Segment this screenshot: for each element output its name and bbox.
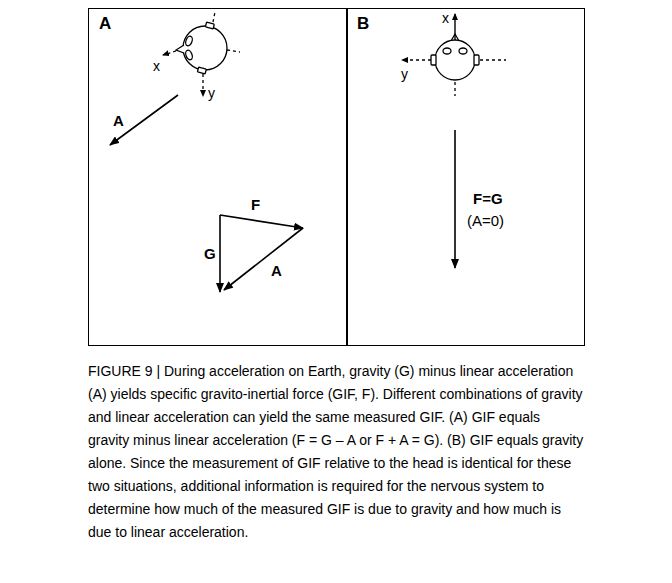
panel-b: Bx yF=G (A=0) (346, 8, 585, 346)
panel-letter: B (357, 15, 369, 34)
vector-label: F (251, 197, 260, 214)
gravity-arrow (454, 130, 456, 268)
head-b (402, 14, 506, 96)
axis-label: x (153, 59, 160, 74)
panel-a: AxyAFGA (88, 8, 348, 346)
vector-label: (A=0) (467, 213, 504, 230)
figure-caption: FIGURE 9 | During acceleration on Earth,… (88, 360, 585, 544)
vector-label: A (113, 113, 124, 130)
panel-letter: A (99, 15, 111, 34)
head-a (163, 12, 240, 96)
axis-label: y (208, 86, 215, 101)
vector-label: F=G (473, 191, 503, 208)
axis-label: y (401, 67, 408, 82)
acceleration-arrow (110, 95, 178, 145)
vector-label: A (271, 263, 282, 280)
vector-label: G (204, 246, 216, 263)
axis-label: x (442, 11, 449, 26)
vector-triangle (220, 215, 303, 292)
